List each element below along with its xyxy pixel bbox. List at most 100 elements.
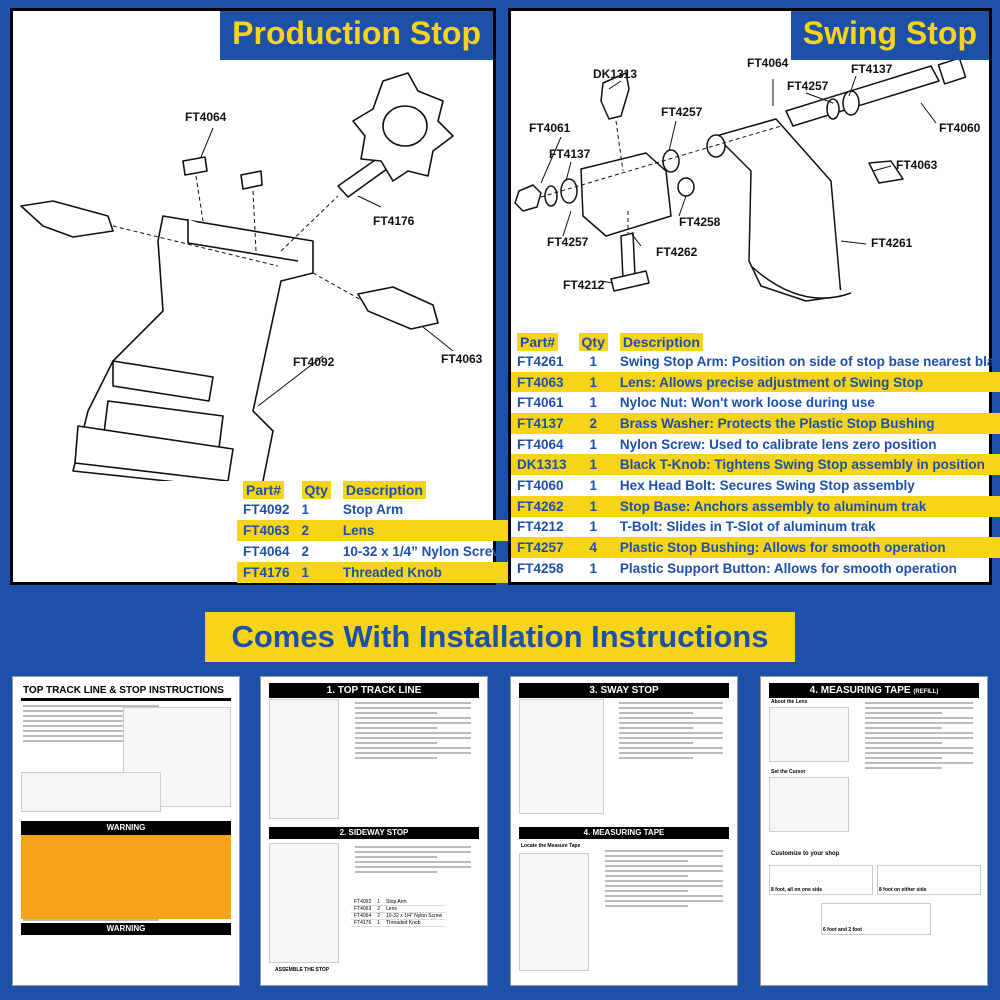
desc-cell: Plastic Stop Bushing: Allows for smooth … xyxy=(613,537,1000,558)
doc2-caption: ASSEMBLE THE STOP xyxy=(275,967,330,973)
label-ft4212: FT4212 xyxy=(563,278,605,292)
part-cell: FT4092 xyxy=(243,502,290,517)
swing-stop-title: Swing Stop xyxy=(790,11,989,60)
doc2-title: 1. TOP TRACK LINE xyxy=(269,683,479,698)
table-row: FT4060 1 Hex Head Bolt: Secures Swing Stop… xyxy=(511,475,1000,496)
qty-cell: 1 xyxy=(589,519,597,535)
doc2-subtitle: 2. SIDEWAY STOP xyxy=(269,827,479,839)
label-ft4257-top: FT4257 xyxy=(787,79,829,93)
mini-qty: 1 xyxy=(374,919,384,927)
doc4-title-text: 4. MEASURING TAPE xyxy=(809,685,911,696)
label-ft4063: FT4063 xyxy=(441,352,483,366)
production-stop-title: Production Stop xyxy=(220,11,493,60)
label-ft4092: FT4092 xyxy=(293,355,335,369)
qty-cell: 2 xyxy=(295,520,337,541)
qty-cell: 1 xyxy=(301,502,310,517)
label-ft4262: FT4262 xyxy=(656,245,698,259)
table-row: FT4258 1 Plastic Support Button: Allows fo… xyxy=(511,558,1000,579)
doc3-illustration xyxy=(519,699,604,814)
doc1-warning-header-2: WARNING xyxy=(21,923,231,935)
part-cell: FT4262 xyxy=(511,495,573,517)
desc-cell: Brass Washer: Protects the Plastic Stop … xyxy=(613,413,1000,434)
doc4-set-cursor: Set the Cursor xyxy=(771,769,806,775)
doc2-illustration-2 xyxy=(269,843,339,963)
label-dk1313: DK1313 xyxy=(593,67,637,81)
doc1-illustration xyxy=(123,707,231,807)
doc4-option-2 xyxy=(877,865,981,895)
qty-cell: 2 xyxy=(301,544,310,559)
part-cell: FT4137 xyxy=(511,413,573,434)
desc-cell: Nyloc Nut: Won't work loose during use xyxy=(619,395,875,411)
production-stop-panel: FT4064 FT4176 FT4092 FT4063 Production S… xyxy=(10,8,509,585)
doc1-track-illustration xyxy=(21,772,161,812)
qty-cell: 1 xyxy=(572,371,614,393)
part-cell: FT4258 xyxy=(517,560,564,576)
label-ft4257-mid: FT4257 xyxy=(661,105,703,119)
mini-qty: 2 xyxy=(374,912,384,920)
production-stop-diagram: FT4064 FT4176 FT4092 FT4063 xyxy=(20,72,483,481)
part-cell: FT4061 xyxy=(517,395,564,411)
qty-cell: 1 xyxy=(589,395,597,411)
qty-cell: 1 xyxy=(572,454,614,476)
doc3-title: 3. SWAY STOP xyxy=(519,683,729,698)
doc4-about-lens: About the Lens xyxy=(771,699,808,705)
table-row: FT4061 1 Nyloc Nut: Won't work loose durin… xyxy=(511,392,1000,413)
doc4-refill: (REFILL) xyxy=(913,689,939,695)
qty-cell: 1 xyxy=(589,477,597,493)
desc-cell: Lens: Allows precise adjustment of Swing… xyxy=(613,371,1000,393)
qty-cell: 1 xyxy=(295,562,337,583)
doc2-illustration xyxy=(269,699,339,819)
label-ft4063: FT4063 xyxy=(896,158,938,172)
doc4-option-1-label: 8 foot, all on one side xyxy=(771,887,823,893)
mini-desc: Lens xyxy=(383,905,446,913)
qty-cell: 1 xyxy=(589,353,597,369)
instruction-page-4: 4. MEASURING TAPE (REFILL) About the Len… xyxy=(760,676,988,986)
doc3-subheading: Locate the Measure Tape xyxy=(521,843,581,849)
desc-cell: Lens xyxy=(336,520,509,541)
qty-cell: 1 xyxy=(589,560,597,576)
table-header-row: Part# Qty Description xyxy=(511,333,1000,351)
table-row: FT4261 1 Swing Stop Arm: Position on side … xyxy=(511,351,1000,372)
header-qty: Qty xyxy=(573,333,614,351)
part-cell: FT4176 xyxy=(237,562,296,583)
mini-qty: 2 xyxy=(374,905,384,913)
desc-cell: T-Bolt: Slides in T-Slot of aluminum tra… xyxy=(619,519,876,535)
qty-cell: 4 xyxy=(572,537,614,558)
mini-part: FT4064 xyxy=(351,912,375,920)
part-cell: DK1313 xyxy=(511,454,573,476)
doc1-warning-box xyxy=(21,835,231,919)
instruction-page-3: 3. SWAY STOP 4. MEASURING TAPE Locate th… xyxy=(510,676,738,986)
header-part: Part# xyxy=(237,481,296,499)
table-header-row: Part# Qty Description xyxy=(237,481,509,499)
doc4-option-2-label: 8 foot on either side xyxy=(879,887,927,893)
mini-part: FT4092 xyxy=(351,899,375,906)
mini-part: FT4063 xyxy=(351,905,375,913)
desc-cell: Stop Base: Anchors assembly to aluminum … xyxy=(613,495,1000,517)
part-cell: FT4063 xyxy=(237,520,296,541)
mini-qty: 1 xyxy=(374,899,384,906)
part-cell: FT4060 xyxy=(517,477,564,493)
doc4-option-1 xyxy=(769,865,873,895)
header-qty: Qty xyxy=(296,481,337,499)
desc-cell: Swing Stop Arm: Position on side of stop… xyxy=(619,353,1000,369)
desc-cell: Plastic Support Button: Allows for smoot… xyxy=(619,560,957,576)
desc-cell: Hex Head Bolt: Secures Swing Stop assemb… xyxy=(619,477,915,493)
mini-part: FT4176 xyxy=(351,919,375,927)
doc4-lens-illustration xyxy=(769,707,849,762)
desc-cell: Nylon Screw: Used to calibrate lens zero… xyxy=(619,436,937,452)
instructions-title: Comes With Installation Instructions xyxy=(205,612,795,662)
doc4-cursor-illustration xyxy=(769,777,849,832)
label-ft4176: FT4176 xyxy=(373,214,415,228)
label-ft4064: FT4064 xyxy=(185,110,227,124)
part-cell: FT4261 xyxy=(517,353,564,369)
